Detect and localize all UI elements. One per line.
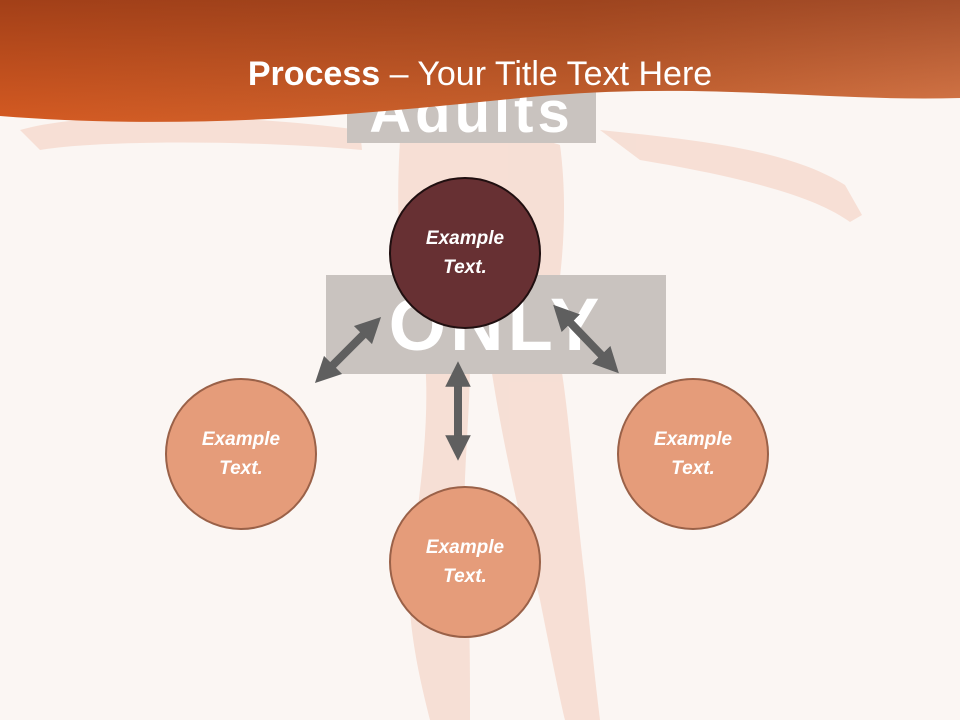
right-connector-arrow <box>553 304 619 374</box>
left-connector-arrow <box>314 316 382 384</box>
center-node: Example Text. <box>389 177 541 329</box>
slide-title: Process – Your Title Text Here <box>0 52 960 96</box>
title-rest: – Your Title Text Here <box>380 55 713 93</box>
bottom-node: Example Text. <box>389 486 541 638</box>
title-band <box>0 0 960 122</box>
bottom-node-label: Example Text. <box>425 537 505 587</box>
center-node-label: Example Text. <box>425 228 505 278</box>
left-node-label: Example Text. <box>201 429 281 479</box>
left-node: Example Text. <box>165 378 317 530</box>
title-strong: Process <box>247 55 381 93</box>
right-node: Example Text. <box>617 378 769 530</box>
right-node-label: Example Text. <box>653 429 733 479</box>
